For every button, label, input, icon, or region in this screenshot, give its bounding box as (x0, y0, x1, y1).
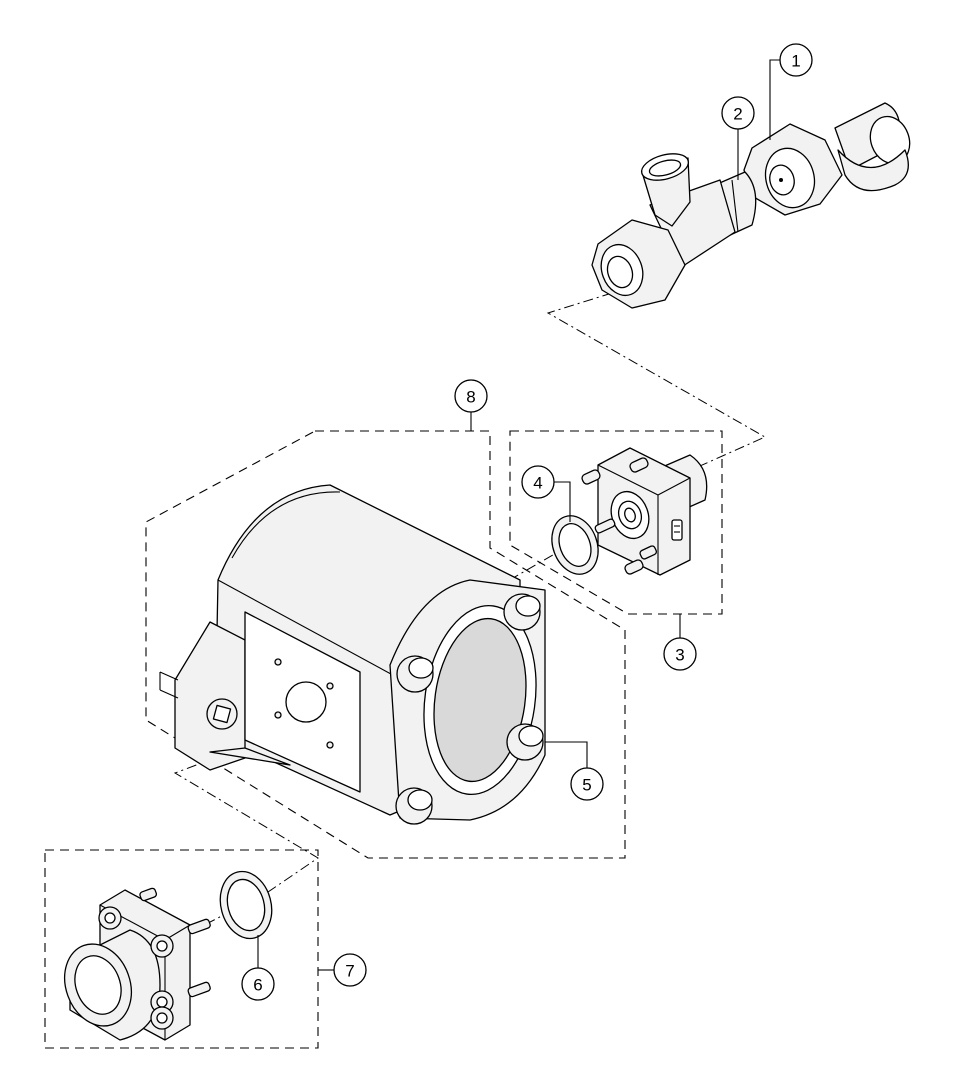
group-8-boundary (145, 430, 626, 859)
group-7-boundary (44, 849, 319, 1049)
callout-6: 6 (241, 967, 275, 1001)
tee-fitting-part-2 (591, 153, 757, 309)
leader-5 (545, 741, 588, 768)
callout-1-label: 1 (791, 52, 800, 71)
callout-2-label: 2 (733, 105, 742, 124)
leader-4 (554, 481, 571, 522)
elbow-fitting-part-1 (743, 102, 911, 216)
pump-body-part-8 (159, 484, 546, 825)
callout-5: 5 (570, 767, 604, 801)
group-3-boundary (509, 430, 723, 615)
leader-1 (769, 59, 780, 140)
callout-7: 7 (333, 953, 367, 987)
callout-4-label: 4 (533, 474, 542, 493)
callout-7-label: 7 (345, 962, 354, 981)
o-ring-part-6 (219, 870, 273, 940)
callout-5-label: 5 (582, 776, 591, 795)
centerline-body-to-ring (173, 757, 319, 893)
flange-assembly-part-3 (581, 447, 708, 576)
o-ring-part-4 (551, 515, 599, 575)
callout-3: 3 (663, 637, 697, 671)
callout-3-label: 3 (675, 646, 684, 665)
callout-2: 2 (721, 96, 755, 130)
centerline-fitting-to-flange (546, 292, 767, 475)
outlet-flange-part-7 (64, 887, 211, 1041)
callout-4: 4 (521, 465, 555, 499)
callout-1: 1 (779, 43, 813, 77)
callout-8: 8 (454, 379, 488, 413)
callout-8-label: 8 (466, 388, 475, 407)
callout-6-label: 6 (253, 976, 262, 995)
